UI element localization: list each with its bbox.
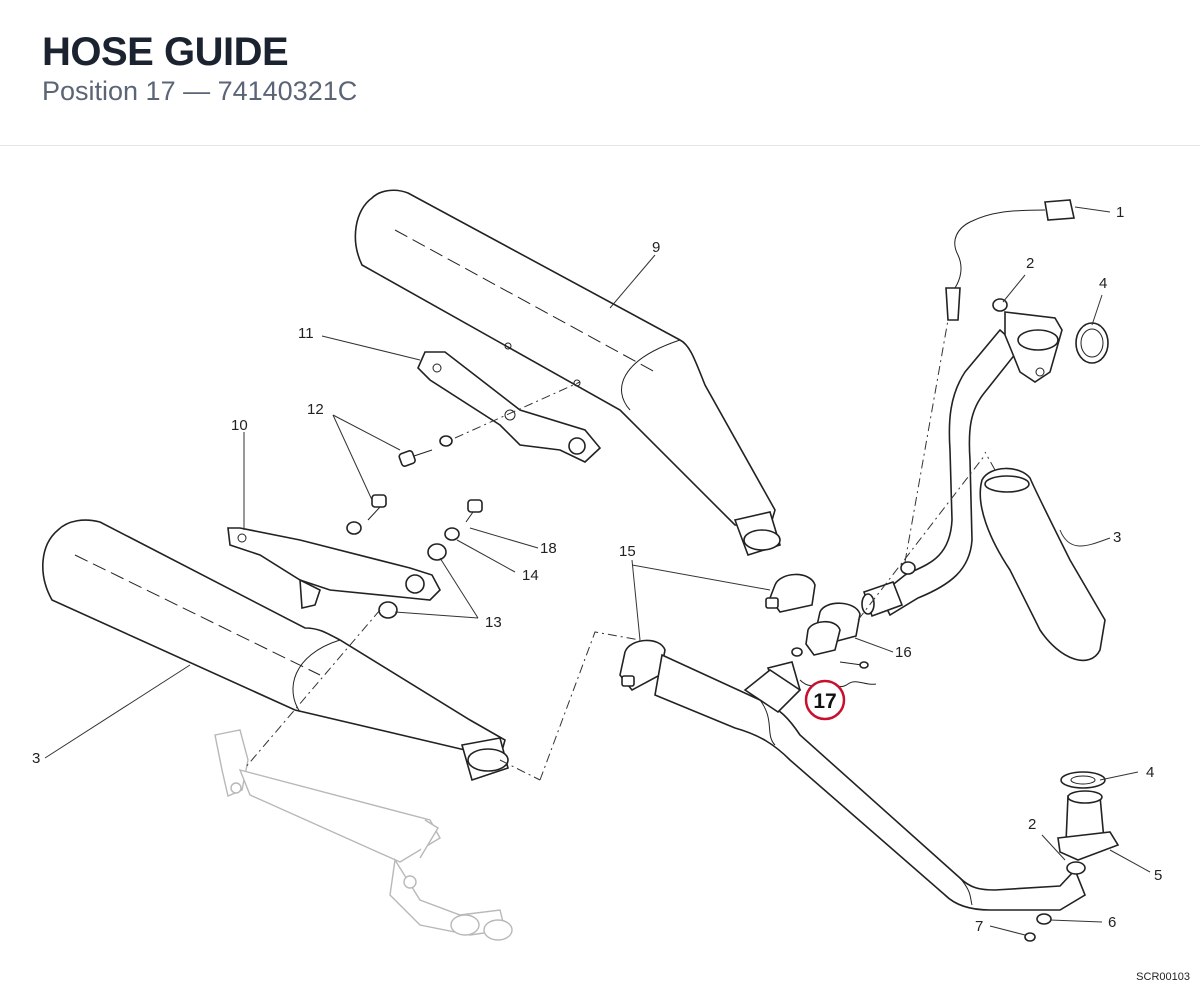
callout-6: 6: [1108, 914, 1116, 931]
callout-4-upper: 4: [1099, 275, 1107, 292]
callout-9: 9: [652, 239, 660, 256]
bracket-11: [417, 351, 602, 463]
fasteners: [346, 435, 483, 619]
page-subtitle: Position 17 — 74140321C: [42, 76, 358, 106]
leader-lines: [44, 206, 1151, 936]
callout-4-lower: 4: [1146, 764, 1154, 781]
callout-18: 18: [540, 540, 557, 557]
callout-5: 5: [1154, 867, 1162, 884]
callout-3-upper: 3: [1113, 529, 1121, 546]
callout-2-lower: 2: [1028, 816, 1036, 833]
callout-3-lower: 3: [32, 750, 40, 767]
callout-14: 14: [522, 567, 539, 584]
callout-7: 7: [975, 918, 983, 935]
highlight-badge-17[interactable]: 17: [804, 679, 846, 721]
callout-11: 11: [298, 325, 314, 342]
drawing-code: SCR00103: [1136, 971, 1190, 983]
lower-flange: [1057, 771, 1120, 875]
ghost-footrest-bracket: [214, 729, 513, 941]
highlight-ring: [804, 679, 846, 721]
page-title: HOSE GUIDE: [42, 30, 289, 74]
center-lines: [244, 319, 996, 781]
lambda-sensor: [945, 199, 1075, 321]
upper-silencer: [354, 189, 781, 556]
upper-exhaust-header: [861, 298, 1109, 662]
lower-fasteners: [1024, 913, 1052, 942]
callout-13: 13: [485, 614, 502, 631]
clamp-15: [619, 573, 816, 692]
exploded-diagram: 1 2 4 3 9 11 12 10 18 14 13 15 16 3 4 2 …: [32, 189, 1162, 942]
highlight-label: 17: [813, 690, 836, 713]
callout-10: 10: [231, 417, 248, 434]
lower-exhaust-pipe: [654, 653, 1086, 911]
lower-silencer: [42, 519, 509, 782]
header: HOSE GUIDE Position 17 — 74140321C: [0, 0, 1200, 146]
callout-16: 16: [895, 644, 912, 661]
callout-labels: 1 2 4 3 9 11 12 10 18 14 13 15 16 3 4 2 …: [32, 204, 1162, 935]
callout-1: 1: [1116, 204, 1124, 221]
callout-12: 12: [307, 401, 324, 418]
callout-15: 15: [619, 543, 636, 560]
bracket-10: [227, 527, 441, 609]
callout-2-upper: 2: [1026, 255, 1034, 272]
